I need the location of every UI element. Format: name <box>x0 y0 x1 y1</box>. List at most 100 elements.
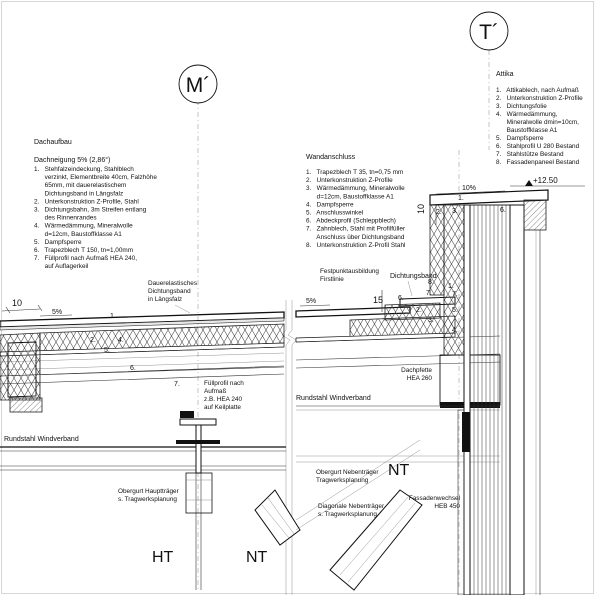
secondary-girder-nt-right <box>295 439 423 591</box>
main-girder-ht-section <box>176 418 220 590</box>
mid-marker-3: 3. <box>428 317 434 324</box>
dim-15: 15 <box>373 295 383 305</box>
facade-panel <box>469 204 511 595</box>
ann-fassadenwechsel-line: Fassadenwechsel <box>409 495 460 502</box>
wandanschluss-item: 2. Unterkonstruktion Z-Profile <box>306 177 393 184</box>
attika-item: 5. Dampfsperre <box>496 135 544 142</box>
wandanschluss-item: 5. Anschlusswinkel <box>306 210 363 217</box>
trapezoidal-sheet-ribs <box>0 352 285 371</box>
fuellprofil-shape <box>180 411 194 418</box>
purlin-flange-lines <box>0 365 285 385</box>
layer-5-marker: 5. <box>104 347 110 354</box>
dim-10-right: 10 <box>416 204 426 214</box>
svg-text:T´: T´ <box>479 21 499 44</box>
dachaufbau-title: Dachaufbau <box>34 139 72 146</box>
attika-marker-2: 2. <box>436 209 442 216</box>
attika-insulation-main <box>443 204 465 356</box>
attika-item: Mineralwolle dmin=10cm, <box>496 119 579 126</box>
mid-marker-6: 6. <box>398 295 404 302</box>
break-line-2 <box>287 300 297 595</box>
attika-item: 2. Unterkonstruktion Z-Profile <box>496 95 583 102</box>
attika-item: 1. Attikablech, nach Aufmaß <box>496 87 579 94</box>
wandanschluss-item: d=12cm, Baustoffklasse A1 <box>306 193 394 200</box>
svg-text:M´: M´ <box>186 74 211 97</box>
attika-item: 4. Wärmedämmung, <box>496 111 558 118</box>
attika-item: 8. Fassadenpaneel Bestand <box>496 159 580 166</box>
dachaufbau-item: 4. Wärmedämmung, Mineralwolle <box>34 223 133 230</box>
break-line-1 <box>281 300 291 595</box>
mid-marker-7: 7. <box>426 290 432 297</box>
dim-10-left: 10 <box>12 298 22 308</box>
dachaufbau-item: 1. Stehfalzeindeckung, Stahlblech <box>34 166 134 173</box>
dachaufbau-item: 6. Trapezblech T 150, tn=1,00mm <box>34 247 133 254</box>
elevation-label: +12.50 <box>533 176 558 185</box>
attika-title: Attika <box>496 71 514 78</box>
ann-diagonale-line: Diagonale Nebenträger <box>318 503 385 510</box>
gutter-insulation <box>0 332 41 401</box>
wandanschluss-item: 7. Zahnblech, Stahl mit Profilfüller <box>306 226 406 233</box>
ann-obergurt-haupt-line: Obergurt Hauptträger <box>118 488 180 495</box>
attika-u280 <box>523 199 547 231</box>
ann-obergurt-neben-line: Tragwerksplanung <box>316 477 369 484</box>
wandanschluss-item: Anschluss über Dichtungsband <box>306 234 405 241</box>
slope-arrow-left <box>39 314 73 317</box>
ann-dauerelastisch-line: Dichtungsband <box>148 288 191 295</box>
label-nt-left: NT <box>246 549 268 566</box>
ann-obergurt-neben-line: Obergurt Nebenträger <box>316 469 379 476</box>
axis-marker-m: M´ <box>178 64 218 104</box>
dachaufbau-item: d=12cm, Baustoffklasse A1 <box>34 231 122 238</box>
attika-marker-3: 3. <box>452 208 458 215</box>
dachaufbau-item: 5. Dampfsperre <box>34 239 82 246</box>
mid-marker-2: 2. <box>416 307 422 314</box>
wandanschluss-item: 6. Abdeckprofil (Schleppblech) <box>306 218 396 225</box>
dachaufbau-item: verzinkt, Elementbreite 40cm, Falzhöhe <box>34 174 157 181</box>
attika-item: 3. Dichtungsfolie <box>496 103 547 110</box>
attika-item: 7. Stahlstütze Bestand <box>496 151 564 158</box>
wandanschluss-title: Wandanschluss <box>306 154 356 161</box>
steel-column-flange <box>463 204 471 595</box>
wandanschluss-item: 1. Trapezblech T 35, tn=0,75 mm <box>306 169 403 176</box>
ann-fuellprofil-line: Aufmaß <box>204 388 226 395</box>
layer-2-marker: 2. <box>90 337 96 344</box>
ann-diagonale-line: s. Tragwerksplanung <box>318 511 377 518</box>
wandanschluss-item: 8. Unterkonstruktion Z-Profil Stahl <box>306 242 405 249</box>
attika-insulation-inner <box>429 204 445 296</box>
attika-item: 6. Stahlprofil U 280 Bestand <box>496 143 580 150</box>
fassadenwechsel-heb450-shape <box>457 409 465 595</box>
label-ht: HT <box>152 549 174 566</box>
ann-fuellprofil-line: Füllprofil nach <box>204 380 244 387</box>
ann-obergurt-haupt-line: s. Tragwerksplanung <box>118 496 177 503</box>
dachaufbau-item: Dichtungsband in Längsfalz <box>34 190 123 197</box>
leader-dauerelastisch <box>174 304 191 314</box>
axis-marker-t: T´ <box>469 11 509 51</box>
layer-1-marker: 1. <box>110 313 116 320</box>
dachaufbau-item: des Rinnenrandes <box>34 215 97 222</box>
secondary-girder-nt-left <box>254 489 301 546</box>
steel-column <box>509 204 525 595</box>
dachaufbau-item: 3. Dichtungsbahn, 3m Streifen entlang <box>34 207 147 214</box>
annotation-dichtungsband: Dichtungsband <box>390 273 437 280</box>
gutter-outline <box>7 341 37 398</box>
dachaufbau-item: 65mm, mit dauerelastischem <box>34 182 126 189</box>
dachaufbau-item: 2. Unterkonstruktion Z-Profile, Stahl <box>34 198 139 205</box>
z-profile-layer <box>0 317 285 331</box>
wandanschluss-legend: Wandanschluss 1. Trapezblech T 35, tn=0,… <box>306 154 406 249</box>
ann-fuellprofil-line: z.B. HEA 240 <box>204 396 242 403</box>
upturn-insulation <box>384 302 441 321</box>
attika-cap <box>429 189 549 206</box>
ann-fassadenwechsel-line: HEB 450 <box>434 503 460 510</box>
attika-item: Baustoffklasse A1 <box>496 127 558 134</box>
attika-marker-6: 6. <box>500 207 506 214</box>
layer-6-marker: 6. <box>130 365 136 372</box>
layer-4-marker: 4. <box>118 337 124 344</box>
